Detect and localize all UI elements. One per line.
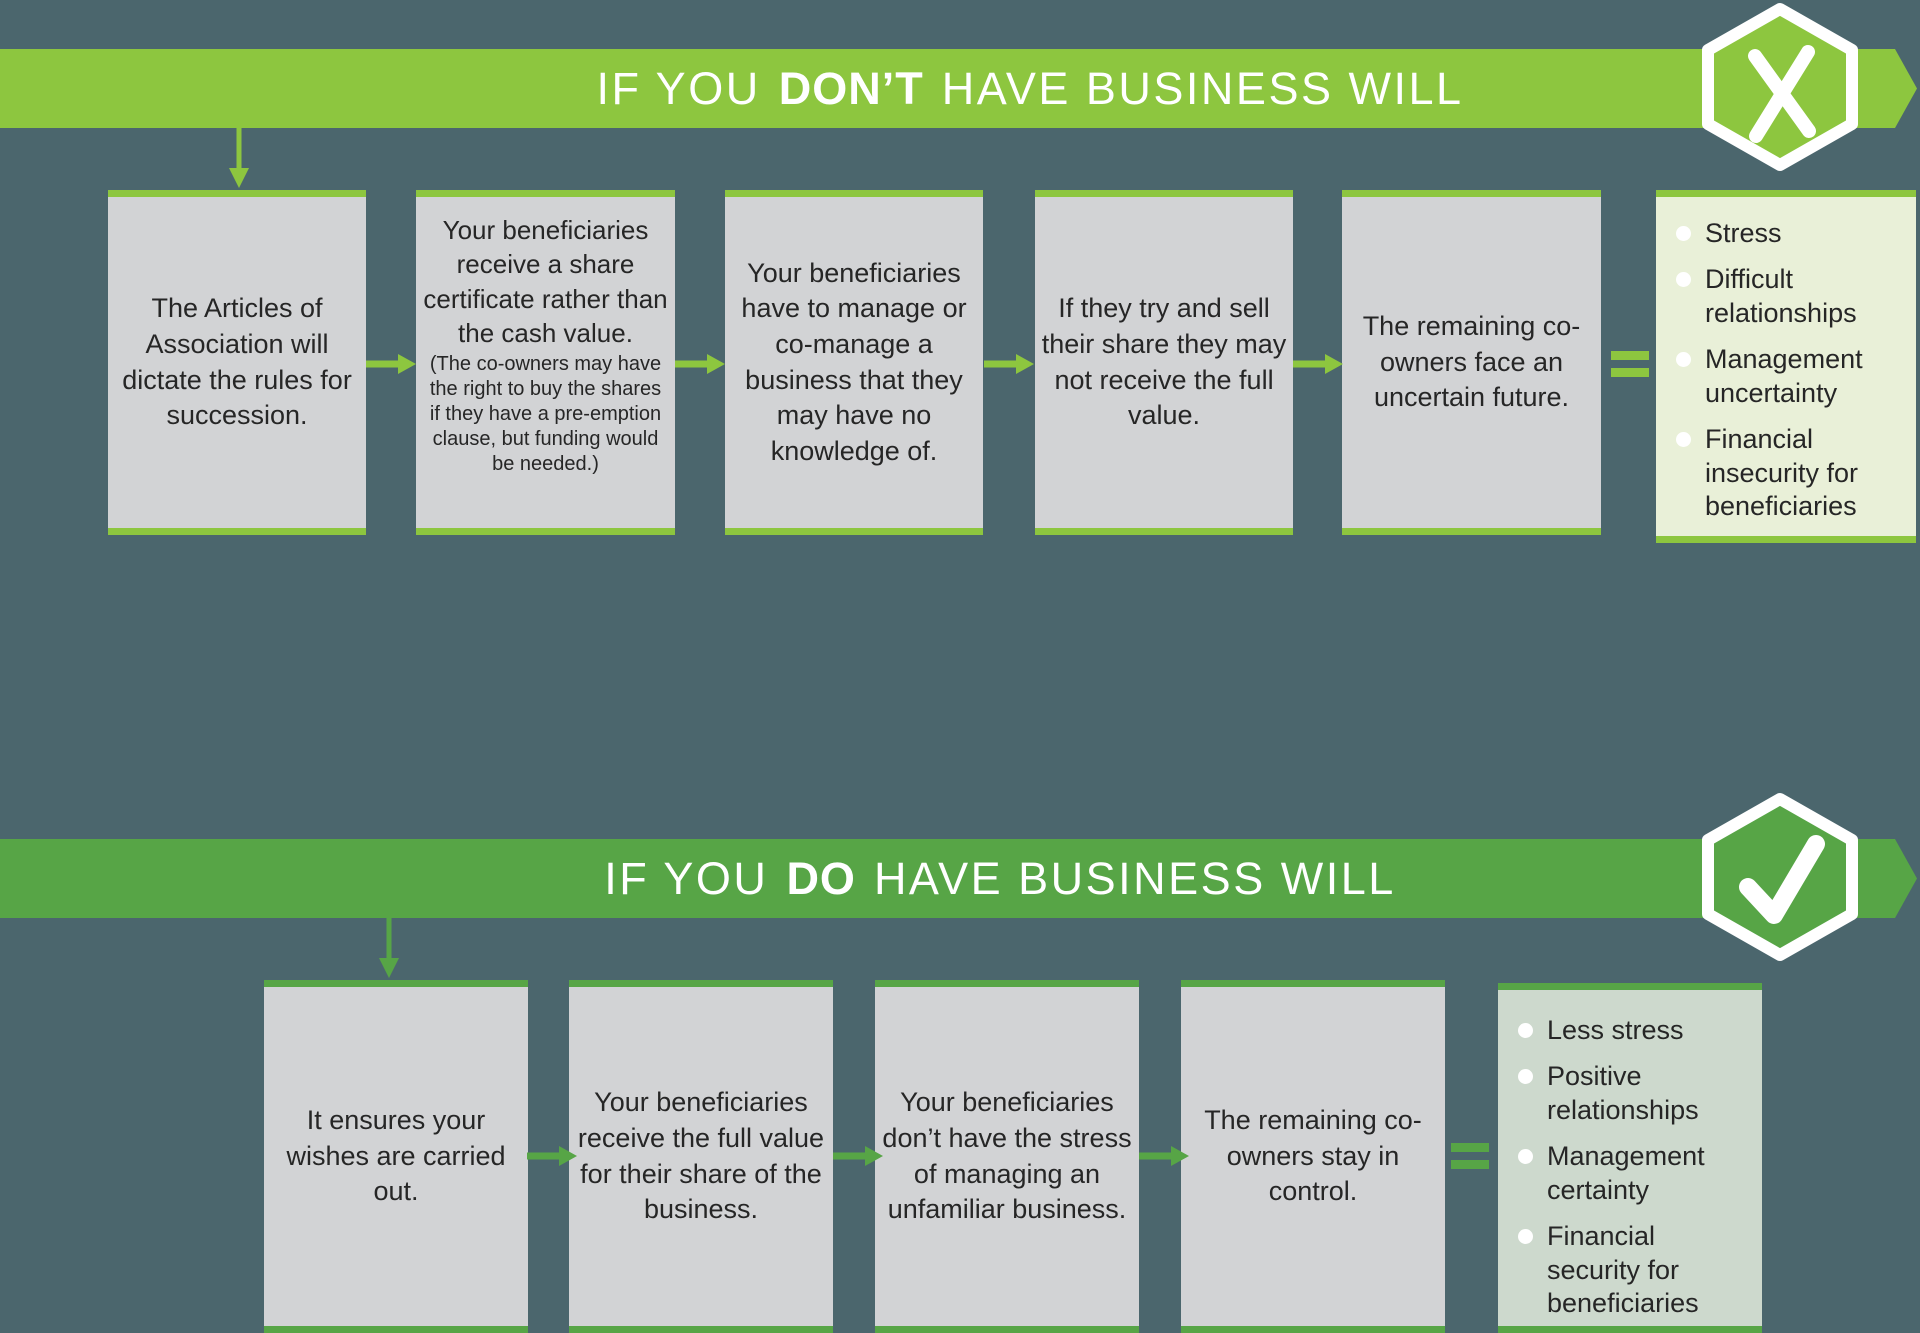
list-item: Management uncertainty	[1676, 343, 1908, 410]
outcome-text: Less stress	[1547, 1015, 1684, 1045]
arrow-right-icon	[366, 351, 416, 377]
bullet-icon	[1676, 272, 1691, 288]
banner-dont-post: HAVE BUSINESS WILL	[941, 62, 1464, 114]
bullet-icon	[1518, 1069, 1533, 1085]
flow-box-text: The remaining co-owners stay in control.	[1204, 1105, 1422, 1207]
banner-dont	[0, 49, 1917, 128]
banner-dont-title: IF YOU DON’T HAVE BUSINESS WILL	[596, 49, 1462, 128]
outcome-text: Financial insecurity for beneficiaries	[1705, 424, 1859, 522]
arrow-right-icon	[1293, 351, 1343, 377]
flow-box-text: The remaining co-owners face an uncertai…	[1362, 311, 1581, 413]
flow-box-wishes: It ensures your wishes are carried out.	[264, 980, 528, 1333]
flow-box-text: Your beneficiaries receive the full valu…	[577, 1087, 825, 1225]
flow-box-text: Your beneficiaries have to manage or co-…	[741, 257, 967, 466]
list-item: Financial security for beneficiaries	[1518, 1220, 1754, 1320]
check-badge	[1699, 792, 1861, 962]
list-item: Financial insecurity for beneficiaries	[1676, 423, 1908, 523]
x-icon	[1748, 45, 1816, 143]
arrow-right-icon	[527, 1143, 577, 1169]
flow-box-articles: The Articles of Association will dictate…	[108, 190, 366, 535]
outcome-list: Less stress Positive relationships Manag…	[1518, 1014, 1754, 1333]
banner-do-post: HAVE BUSINESS WILL	[873, 852, 1396, 904]
check-hexagon	[1702, 793, 1858, 961]
arrow-right-icon	[984, 351, 1034, 377]
bullet-icon	[1518, 1229, 1533, 1245]
outcome-text: Management uncertainty	[1705, 344, 1863, 408]
bullet-icon	[1676, 352, 1691, 368]
banner-dont-pre: IF YOU	[596, 62, 761, 114]
flow-box-share-certificate: Your beneficiaries receive a share certi…	[416, 190, 675, 535]
arrow-down-icon	[226, 126, 252, 188]
equals-bar	[1451, 1143, 1489, 1152]
banner-dont-emphasis: DON’T	[778, 62, 924, 114]
check-icon	[1739, 835, 1825, 924]
arrow-down-icon	[376, 916, 402, 978]
flow-box-text: Your beneficiaries receive a share certi…	[423, 215, 668, 348]
list-item: Difficult relationships	[1676, 263, 1908, 330]
banner-do-pre: IF YOU	[604, 852, 769, 904]
outcome-text: Financial security for beneficiaries	[1547, 1221, 1699, 1319]
list-item: Less stress	[1518, 1014, 1754, 1047]
outcome-text: Difficult relationships	[1705, 264, 1857, 328]
outcome-text: Management certainty	[1547, 1141, 1705, 1205]
equals-bar	[1611, 351, 1649, 360]
flow-box-manage-business: Your beneficiaries have to manage or co-…	[725, 190, 983, 535]
banner-do-emphasis: DO	[786, 852, 856, 904]
banner-do	[0, 839, 1917, 918]
bullet-icon	[1676, 432, 1691, 448]
list-item: Management certainty	[1518, 1140, 1754, 1207]
arrow-right-icon	[675, 351, 725, 377]
flow-box-text: Your beneficiaries don’t have the stress…	[882, 1087, 1132, 1225]
outcome-list: Stress Difficult relationships Managemen…	[1676, 217, 1908, 537]
x-hexagon	[1702, 3, 1858, 171]
flow-box-text: It ensures your wishes are carried out.	[286, 1105, 506, 1207]
flow-box-uncertain-future: The remaining co-owners face an uncertai…	[1342, 190, 1601, 535]
arrow-right-icon	[833, 1143, 883, 1169]
arrow-right-icon	[1139, 1143, 1189, 1169]
flow-box-text: The Articles of Association will dictate…	[122, 293, 352, 431]
banner-do-title: IF YOU DO HAVE BUSINESS WILL	[585, 839, 1415, 918]
outcome-text: Stress	[1705, 218, 1782, 248]
flow-box-stay-in-control: The remaining co-owners stay in control.	[1181, 980, 1445, 1333]
outcome-box-dont: Stress Difficult relationships Managemen…	[1656, 190, 1916, 543]
bullet-icon	[1518, 1023, 1533, 1038]
flow-box-sell-share: If they try and sell their share they ma…	[1035, 190, 1293, 535]
flow-box-note: (The co-owners may have the right to buy…	[429, 353, 662, 476]
flow-box-no-stress: Your beneficiaries don’t have the stress…	[875, 980, 1139, 1333]
flow-box-full-value: Your beneficiaries receive the full valu…	[569, 980, 833, 1333]
equals-bar	[1611, 368, 1649, 377]
equals-bar	[1451, 1160, 1489, 1169]
x-badge	[1699, 2, 1861, 172]
bullet-icon	[1518, 1149, 1533, 1165]
list-item: Positive relationships	[1518, 1060, 1754, 1127]
bullet-icon	[1676, 226, 1691, 241]
flow-box-text: If they try and sell their share they ma…	[1041, 293, 1287, 431]
equals-sign	[1611, 351, 1649, 377]
list-item: Stress	[1676, 217, 1908, 250]
equals-sign	[1451, 1143, 1489, 1169]
outcome-text: Positive relationships	[1547, 1061, 1699, 1125]
outcome-box-do: Less stress Positive relationships Manag…	[1498, 983, 1762, 1333]
